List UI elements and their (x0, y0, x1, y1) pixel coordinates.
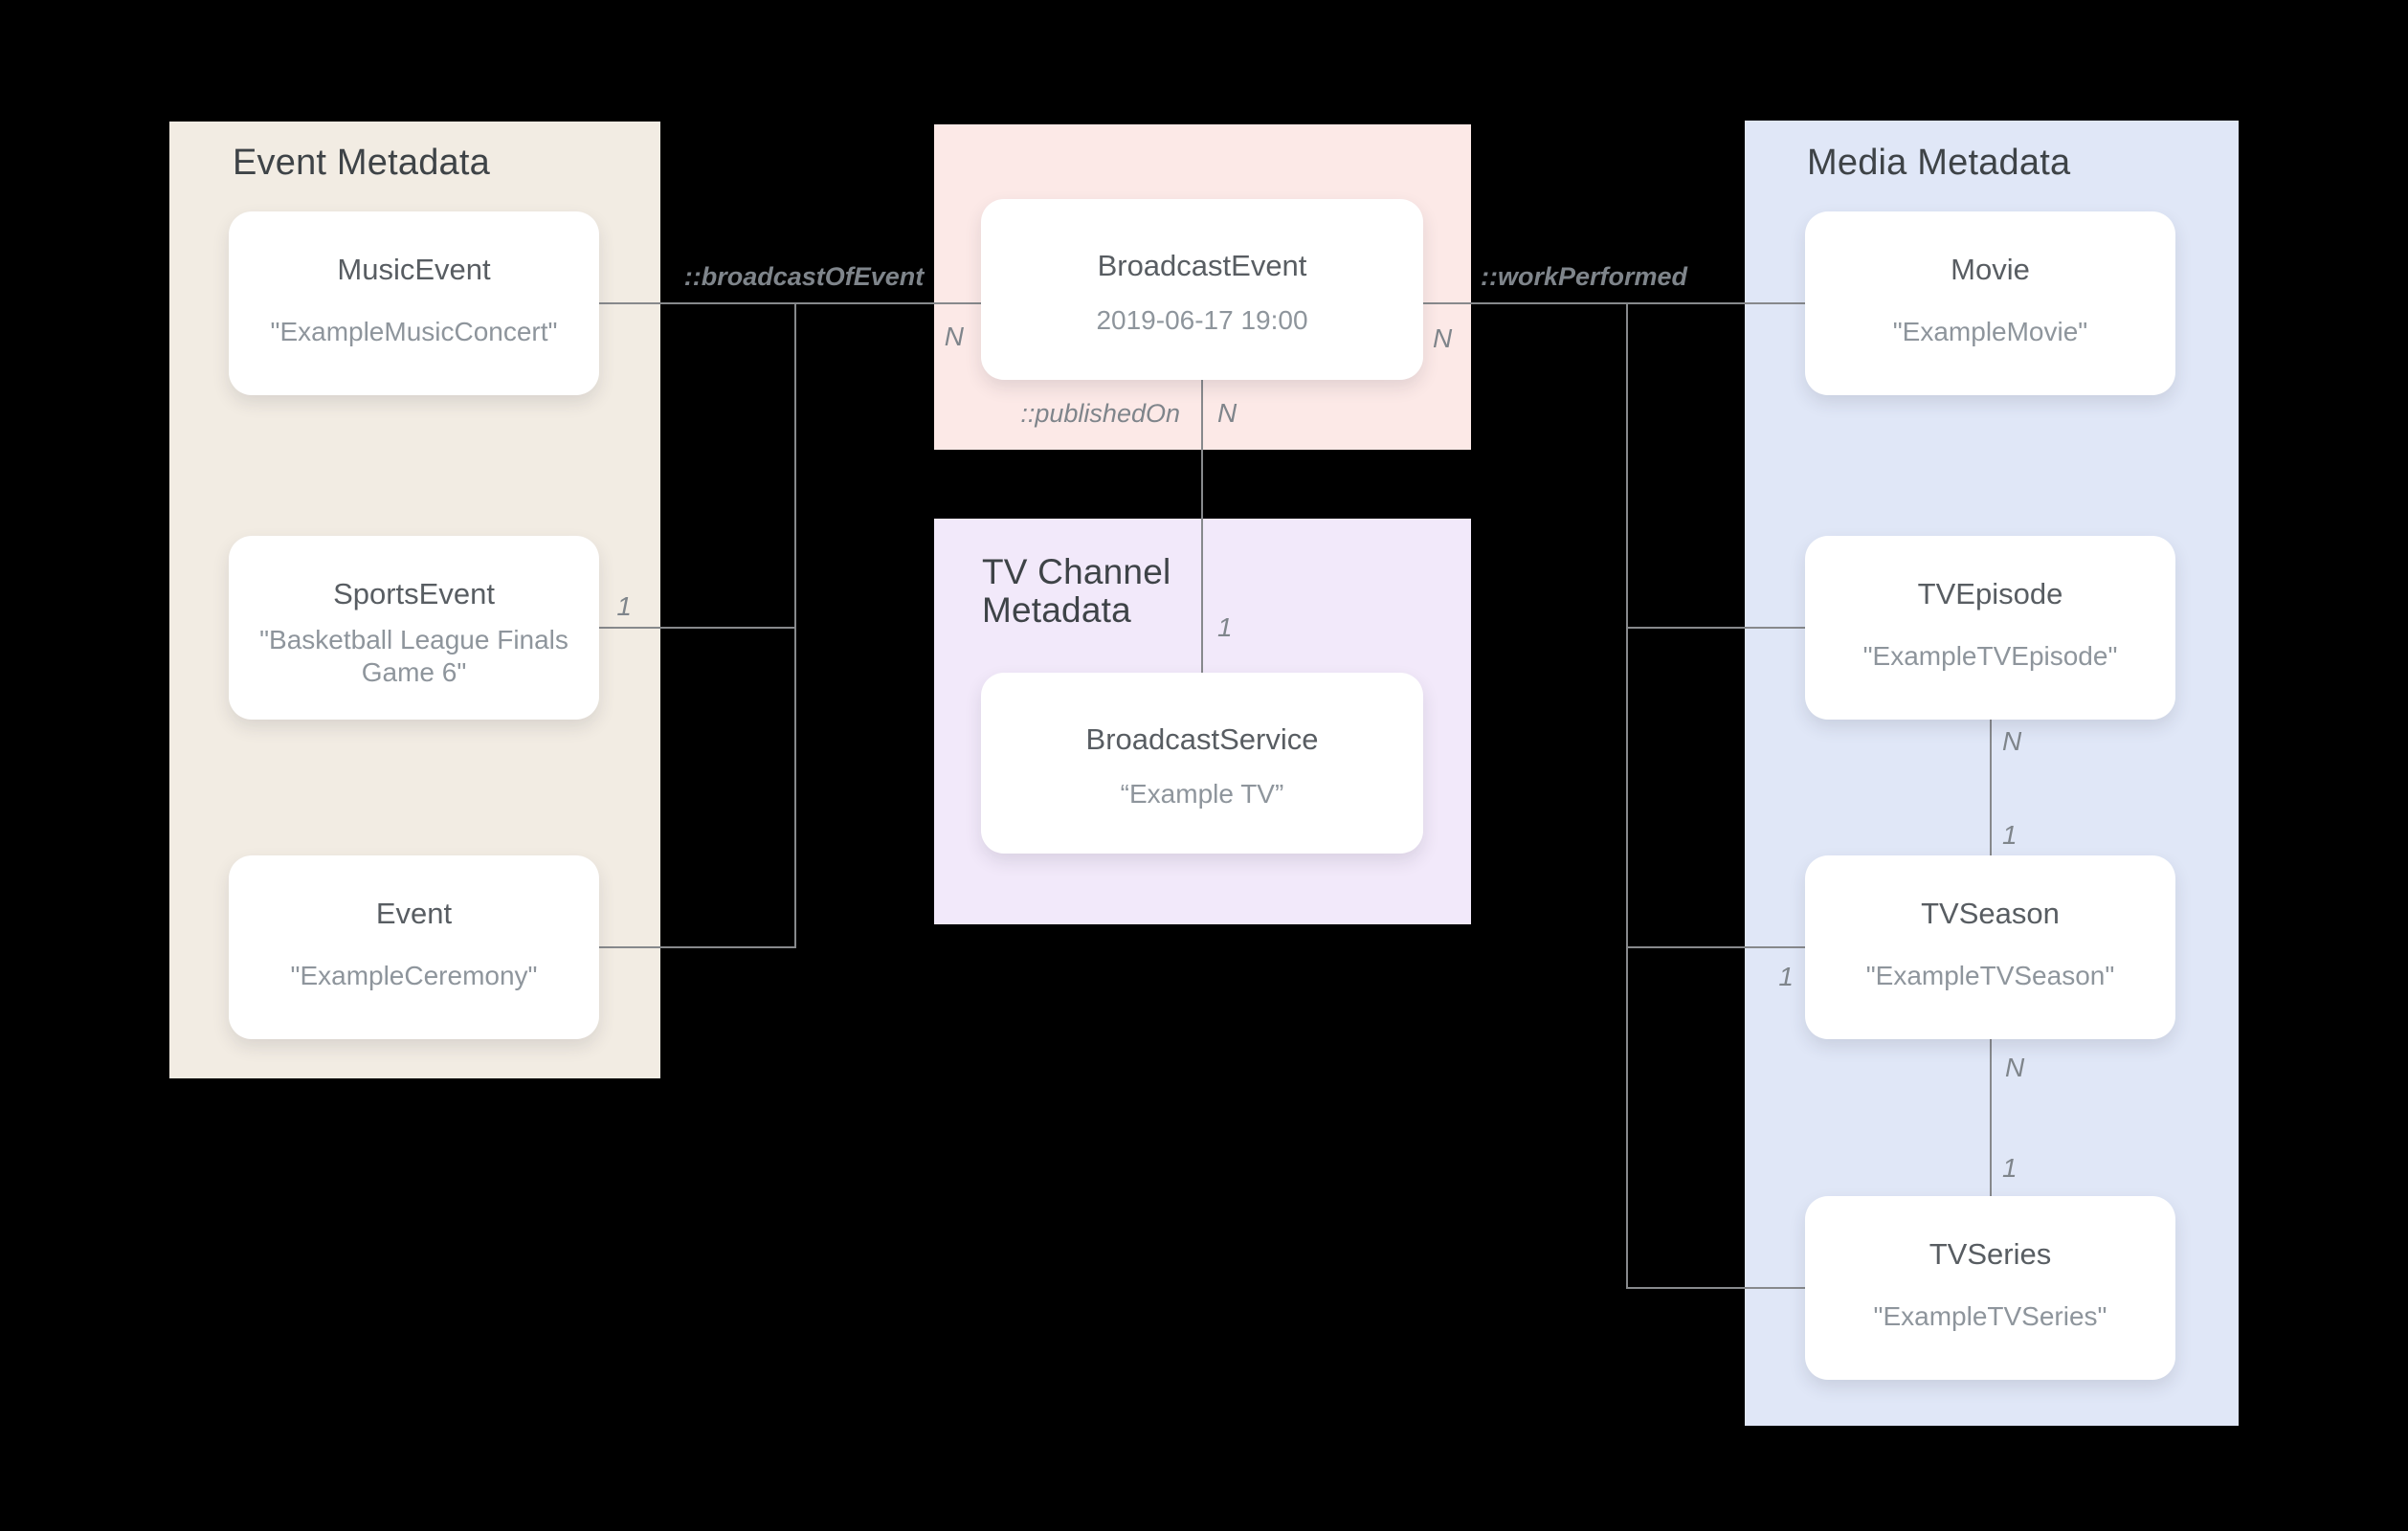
cardinality-publishedon-source: N (1217, 398, 1237, 428)
cardinality-season-series-1: 1 (2002, 1153, 2018, 1183)
node-title: TVSeason (1921, 897, 2060, 931)
node-value: "Basketball League Finals Game 6" (259, 624, 569, 687)
edge-branch-tvseason (1626, 946, 1805, 948)
edge-tvepisode-tvseason (1990, 720, 1992, 855)
node-tv-season: TVSeason "ExampleTVSeason" (1805, 855, 2175, 1039)
node-tv-series: TVSeries "ExampleTVSeries" (1805, 1196, 2175, 1380)
node-title: BroadcastService (1085, 721, 1319, 756)
edge-branch-tvepisode (1626, 627, 1805, 629)
node-broadcast-service: BroadcastService “Example TV” (981, 673, 1423, 854)
node-sports-event: SportsEvent "Basketball League Finals Ga… (229, 536, 599, 720)
node-title: TVEpisode (1917, 577, 2063, 611)
node-title: TVSeries (1929, 1237, 2052, 1272)
cardinality-tvseason-left: 1 (1778, 962, 1794, 991)
node-value: "ExampleMovie" (1892, 316, 2088, 346)
edge-musicevent-broadcastevent (599, 302, 981, 304)
panel-title-event-metadata: Event Metadata (233, 143, 490, 183)
edge-broadcastevent-movie (1423, 302, 1805, 304)
label-work-performed: ::workPerformed (1480, 262, 1688, 291)
node-title: MusicEvent (337, 253, 491, 287)
cardinality-episode-season-n: N (2002, 726, 2022, 756)
panel-title-media-metadata: Media Metadata (1807, 143, 2071, 183)
node-value: "ExampleTVSeason" (1865, 960, 2115, 990)
edge-event-branch (599, 946, 796, 948)
node-value: "ExampleMusicConcert" (270, 316, 558, 346)
node-broadcast-event: BroadcastEvent 2019-06-17 19:00 (981, 199, 1423, 380)
cardinality-sportsevent: 1 (616, 591, 632, 621)
node-music-event: MusicEvent "ExampleMusicConcert" (229, 211, 599, 395)
edge-broadcastevent-broadcastservice (1201, 380, 1203, 673)
node-value: "ExampleTVSeries" (1873, 1300, 2107, 1331)
edge-right-branch-vertical (1626, 302, 1628, 1289)
edge-branch-tvseries (1626, 1287, 1805, 1289)
edge-sportsevent-branch (599, 627, 796, 629)
cardinality-episode-season-1: 1 (2002, 820, 2018, 850)
label-broadcast-of-event: ::broadcastOfEvent (683, 262, 925, 291)
cardinality-broadcastevent-right: N (1433, 323, 1453, 353)
node-title: SportsEvent (333, 577, 495, 611)
cardinality-publishedon-target: 1 (1217, 612, 1233, 642)
cardinality-season-series-n: N (2005, 1053, 2025, 1082)
node-tv-episode: TVEpisode "ExampleTVEpisode" (1805, 536, 2175, 720)
label-published-on: ::publishedOn (1020, 399, 1180, 428)
cardinality-broadcastevent-left: N (944, 322, 964, 351)
node-movie: Movie "ExampleMovie" (1805, 211, 2175, 395)
node-value: "ExampleCeremony" (290, 960, 538, 990)
node-value: "ExampleTVEpisode" (1862, 640, 2118, 671)
node-value: “Example TV” (1120, 778, 1284, 809)
node-title: Movie (1951, 253, 2030, 287)
node-title: BroadcastEvent (1097, 248, 1307, 282)
node-value: 2019-06-17 19:00 (1096, 304, 1308, 335)
edge-tvseason-tvseries (1990, 1039, 1992, 1196)
panel-title-tv-channel-metadata: TV Channel Metadata (982, 552, 1171, 630)
edge-left-branch-vertical (794, 302, 796, 948)
node-event: Event "ExampleCeremony" (229, 855, 599, 1039)
node-title: Event (375, 897, 453, 931)
